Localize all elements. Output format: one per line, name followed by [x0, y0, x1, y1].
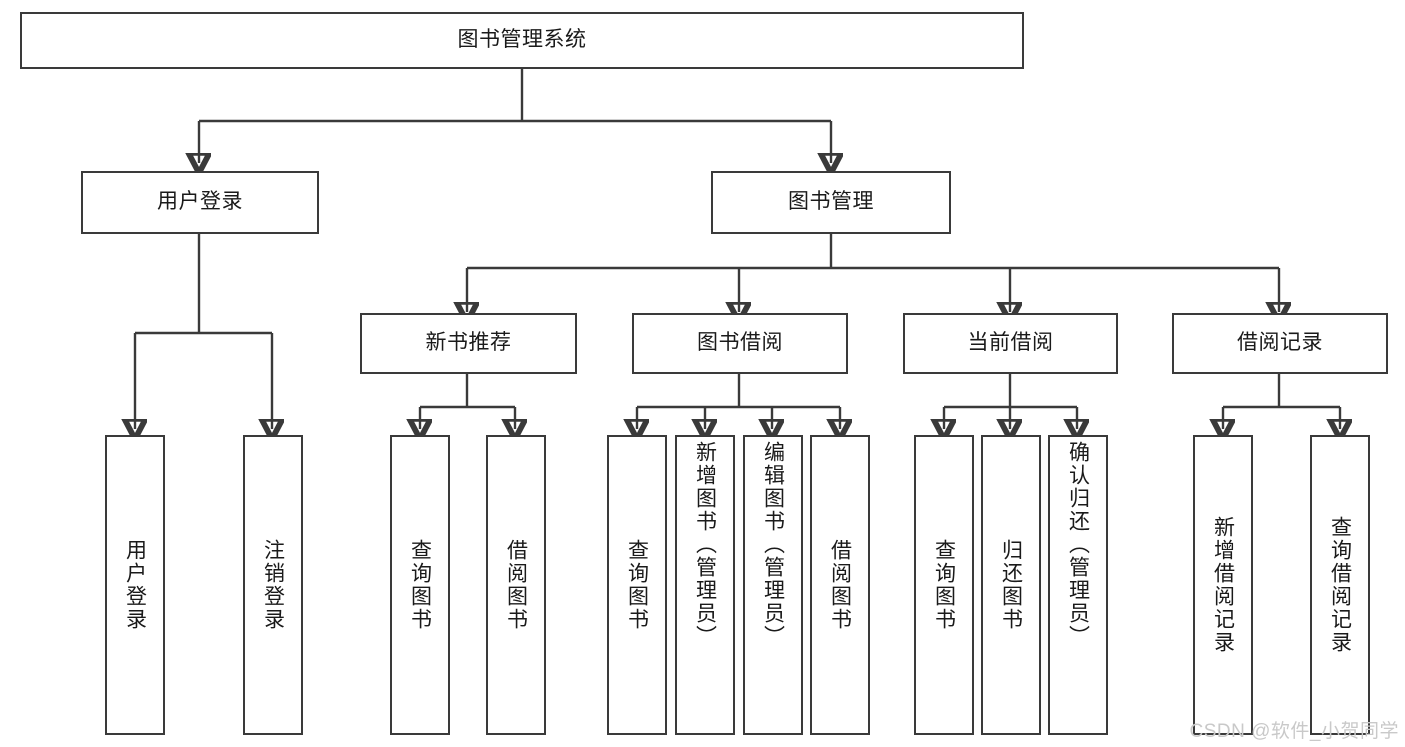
node-leaf-query-record-label: 查询借阅记录 — [1328, 516, 1352, 654]
node-book-borrow-label: 图书借阅 — [697, 331, 783, 355]
node-user-login-label: 用户登录 — [157, 190, 243, 214]
node-new-book-rec-label: 新书推荐 — [425, 331, 512, 355]
node-leaf-borrow-book-2[interactable]: 借阅图书 — [810, 435, 870, 735]
node-leaf-logout-label: 注销登录 — [261, 539, 285, 631]
node-leaf-edit-book[interactable]: 编辑图书（管理员） — [743, 435, 803, 735]
node-leaf-user-login-label: 用户登录 — [123, 539, 147, 631]
node-leaf-query-book-3-label: 查询图书 — [932, 539, 956, 631]
node-leaf-borrow-book-1[interactable]: 借阅图书 — [486, 435, 546, 735]
node-leaf-user-login[interactable]: 用户登录 — [105, 435, 165, 735]
node-leaf-query-record[interactable]: 查询借阅记录 — [1310, 435, 1370, 735]
node-leaf-add-book[interactable]: 新增图书（管理员） — [675, 435, 735, 735]
node-leaf-confirm-return[interactable]: 确认归还（管理员） — [1048, 435, 1108, 735]
node-new-book-rec[interactable]: 新书推荐 — [360, 313, 577, 374]
watermark: CSDN @软件_小贺同学 — [1189, 721, 1399, 742]
node-leaf-query-book-2-label: 查询图书 — [625, 539, 649, 631]
node-book-manage-label: 图书管理 — [788, 190, 874, 214]
node-leaf-borrow-book-1-label: 借阅图书 — [504, 539, 528, 631]
node-book-borrow[interactable]: 图书借阅 — [632, 313, 848, 374]
node-book-manage[interactable]: 图书管理 — [711, 171, 951, 234]
node-leaf-confirm-return-label: 确认归还（管理员） — [1066, 441, 1090, 648]
node-root[interactable]: 图书管理系统 — [20, 12, 1024, 69]
node-root-label: 图书管理系统 — [457, 28, 587, 52]
node-current-borrow-label: 当前借阅 — [967, 331, 1054, 355]
node-user-login[interactable]: 用户登录 — [81, 171, 319, 234]
node-leaf-add-book-label: 新增图书（管理员） — [693, 441, 717, 648]
node-current-borrow[interactable]: 当前借阅 — [903, 313, 1118, 374]
node-leaf-logout[interactable]: 注销登录 — [243, 435, 303, 735]
node-leaf-query-book-2[interactable]: 查询图书 — [607, 435, 667, 735]
node-leaf-edit-book-label: 编辑图书（管理员） — [761, 441, 785, 648]
node-leaf-query-book-1-label: 查询图书 — [408, 539, 432, 631]
node-leaf-query-book-3[interactable]: 查询图书 — [914, 435, 974, 735]
node-borrow-record-label: 借阅记录 — [1237, 331, 1323, 355]
node-leaf-return-book[interactable]: 归还图书 — [981, 435, 1041, 735]
node-borrow-record[interactable]: 借阅记录 — [1172, 313, 1388, 374]
node-leaf-return-book-label: 归还图书 — [999, 539, 1023, 631]
node-leaf-query-book-1[interactable]: 查询图书 — [390, 435, 450, 735]
node-leaf-borrow-book-2-label: 借阅图书 — [828, 539, 852, 631]
node-leaf-add-record-label: 新增借阅记录 — [1211, 516, 1235, 654]
node-leaf-add-record[interactable]: 新增借阅记录 — [1193, 435, 1253, 735]
